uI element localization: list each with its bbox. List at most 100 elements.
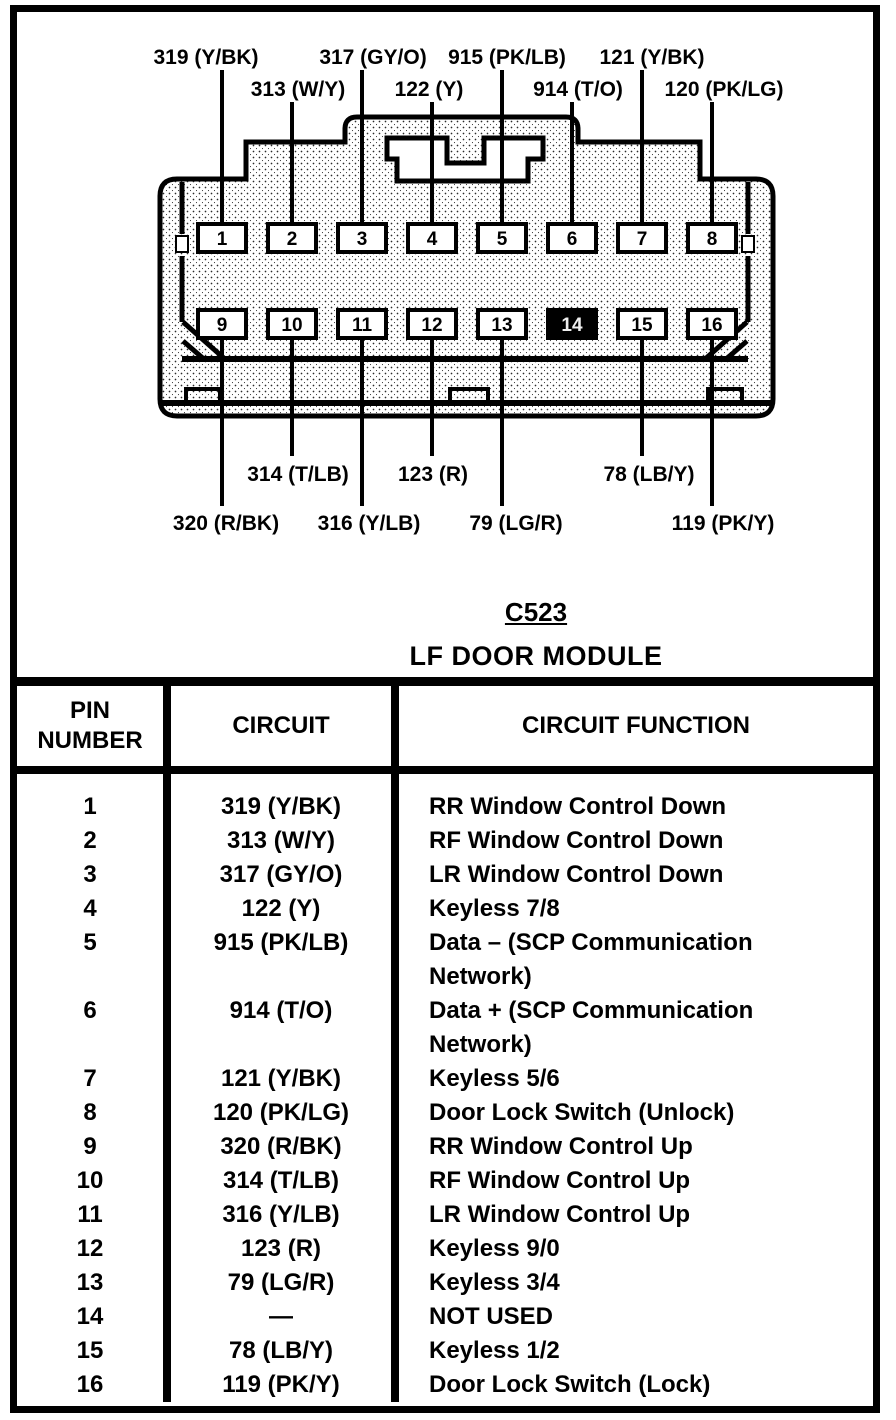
wire-labels-top: 319 (Y/BK) 313 (W/Y) 317 (GY/O) 122 (Y) … (153, 46, 783, 101)
circuit-cell: 316 (Y/LB) (163, 1198, 395, 1232)
circuit-function-cell: LR Window Control Up (391, 1198, 873, 1232)
wire-label-pin2: 313 (W/Y) (251, 78, 346, 101)
circuit-function-cell: Data + (SCP Communication Network) (391, 994, 873, 1062)
circuit-cell: 120 (PK/LG) (163, 1096, 395, 1130)
pin-box-8: 8 (686, 222, 738, 254)
wire-label-pin12: 123 (R) (398, 463, 468, 486)
pin-number: 13 (491, 315, 512, 336)
pin-box-11: 11 (336, 308, 388, 340)
pin-number-cell: 6 (83, 997, 97, 1024)
pin-number-cell: 9 (83, 1133, 97, 1160)
pin-number: 15 (631, 315, 653, 336)
pin-box-13: 13 (476, 308, 528, 340)
pin-number: 16 (701, 315, 722, 336)
circuit-cell: 314 (T/LB) (163, 1164, 395, 1198)
table-row: 11 316 (Y/LB)LR Window Control Up (17, 1198, 873, 1232)
wire-label-pin4: 122 (Y) (395, 78, 464, 101)
pin-number: 12 (421, 315, 442, 336)
circuit-cell: 317 (GY/O) (163, 858, 395, 892)
table-row: 10 314 (T/LB)RF Window Control Up (17, 1164, 873, 1198)
pin-number-cell: 3 (83, 861, 97, 888)
pin-box-4: 4 (406, 222, 458, 254)
foot-tab-left (184, 387, 222, 404)
wire-label-pin15: 78 (LB/Y) (603, 463, 694, 486)
table-row: 3 317 (GY/O)LR Window Control Down (17, 858, 873, 892)
pin-box-9: 9 (196, 308, 248, 340)
wire-label-pin8: 120 (PK/LG) (664, 78, 783, 101)
circuit-function-cell: Keyless 5/6 (391, 1062, 873, 1096)
pin-number: 3 (357, 229, 368, 250)
circuit-function-cell: RR Window Control Down (391, 770, 873, 824)
pin-box-2: 2 (266, 222, 318, 254)
pin-number: 2 (287, 229, 298, 250)
wire-label-pin16: 119 (PK/Y) (672, 512, 775, 535)
connector-diagram: 1 2 3 4 5 6 7 8 9 10 11 12 13 14 15 16 3… (153, 46, 783, 535)
pin-number: 14 (561, 315, 583, 336)
pin-number-cell: 11 (77, 1201, 103, 1228)
circuit-function-cell: RR Window Control Up (391, 1130, 873, 1164)
pin-number-cell: 15 (76, 1337, 104, 1364)
pin-box-12: 12 (406, 308, 458, 340)
pin-box-1: 1 (196, 222, 248, 254)
connector-name: LF DOOR MODULE (409, 641, 663, 671)
pin-number-cell: 8 (83, 1099, 97, 1126)
circuit-cell: 914 (T/O) (163, 994, 395, 1062)
col-header-pin-line2: NUMBER (37, 727, 143, 754)
pin-number: 10 (281, 315, 302, 336)
pin-number: 1 (217, 229, 228, 250)
circuit-function-cell: RF Window Control Up (391, 1164, 873, 1198)
circuit-cell: 123 (R) (163, 1232, 395, 1266)
pin-box-6: 6 (546, 222, 598, 254)
circuit-function-cell: Door Lock Switch (Lock) (391, 1368, 873, 1402)
wire-label-pin5: 915 (PK/LB) (448, 46, 566, 69)
pin-box-10: 10 (266, 308, 318, 340)
pin-number-cell: 7 (83, 1065, 97, 1092)
circuit-cell: — (163, 1300, 395, 1334)
pin-number-cell: 4 (83, 895, 97, 922)
table-row: 1 319 (Y/BK)RR Window Control Down (17, 770, 873, 824)
table-row: 6 914 (T/O)Data + (SCP Communication Netw… (17, 994, 873, 1062)
pinout-table: PIN NUMBER CIRCUIT CIRCUIT FUNCTION 1 319… (17, 677, 873, 1402)
foot-tab-center (448, 387, 490, 404)
table-header-row: PIN NUMBER CIRCUIT CIRCUIT FUNCTION (17, 681, 873, 774)
circuit-cell: 319 (Y/BK) (163, 770, 395, 824)
col-header-circuit-function: CIRCUIT FUNCTION (391, 681, 873, 774)
pin-number: 4 (427, 229, 438, 250)
connector-body (157, 114, 776, 419)
wire-label-pin11: 316 (Y/LB) (318, 512, 421, 535)
circuit-cell: 122 (Y) (163, 892, 395, 926)
connector-housing (157, 114, 776, 419)
wire-label-pin6: 914 (T/O) (533, 78, 623, 101)
pin-number: 7 (637, 229, 648, 250)
pin-number: 6 (567, 229, 578, 250)
col-header-pin-line1: PIN (69, 697, 110, 724)
circuit-function-cell: Keyless 7/8 (391, 892, 873, 926)
pin-number-cell: 10 (76, 1167, 104, 1194)
circuit-cell: 313 (W/Y) (163, 824, 395, 858)
pin-number-cell: 1 (83, 793, 97, 820)
circuit-function-cell: RF Window Control Down (391, 824, 873, 858)
circuit-function-cell: Keyless 3/4 (391, 1266, 873, 1300)
pin-number-cell: 5 (83, 929, 97, 956)
circuit-function-cell: Data – (SCP Communication Network) (391, 926, 873, 994)
pin-number-cell: 14 (76, 1303, 104, 1330)
circuit-function-cell: LR Window Control Down (391, 858, 873, 892)
leader-lines-top (220, 70, 714, 226)
col-header-pin-number: PIN NUMBER (17, 681, 167, 774)
wire-labels-bottom: 314 (T/LB) 123 (R) 78 (LB/Y) 320 (R/BK) … (173, 463, 774, 535)
connector-id: C523 (504, 597, 568, 627)
pin-number-cell: 12 (76, 1235, 104, 1262)
pin-box-5: 5 (476, 222, 528, 254)
pin-number-cell: 16 (76, 1371, 104, 1398)
table-row: 14—NOT USED (17, 1300, 873, 1334)
col-header-circuit: CIRCUIT (163, 681, 395, 774)
wire-label-pin9: 320 (R/BK) (173, 512, 279, 535)
pin-row-top: 1 2 3 4 5 6 7 8 (196, 222, 738, 254)
